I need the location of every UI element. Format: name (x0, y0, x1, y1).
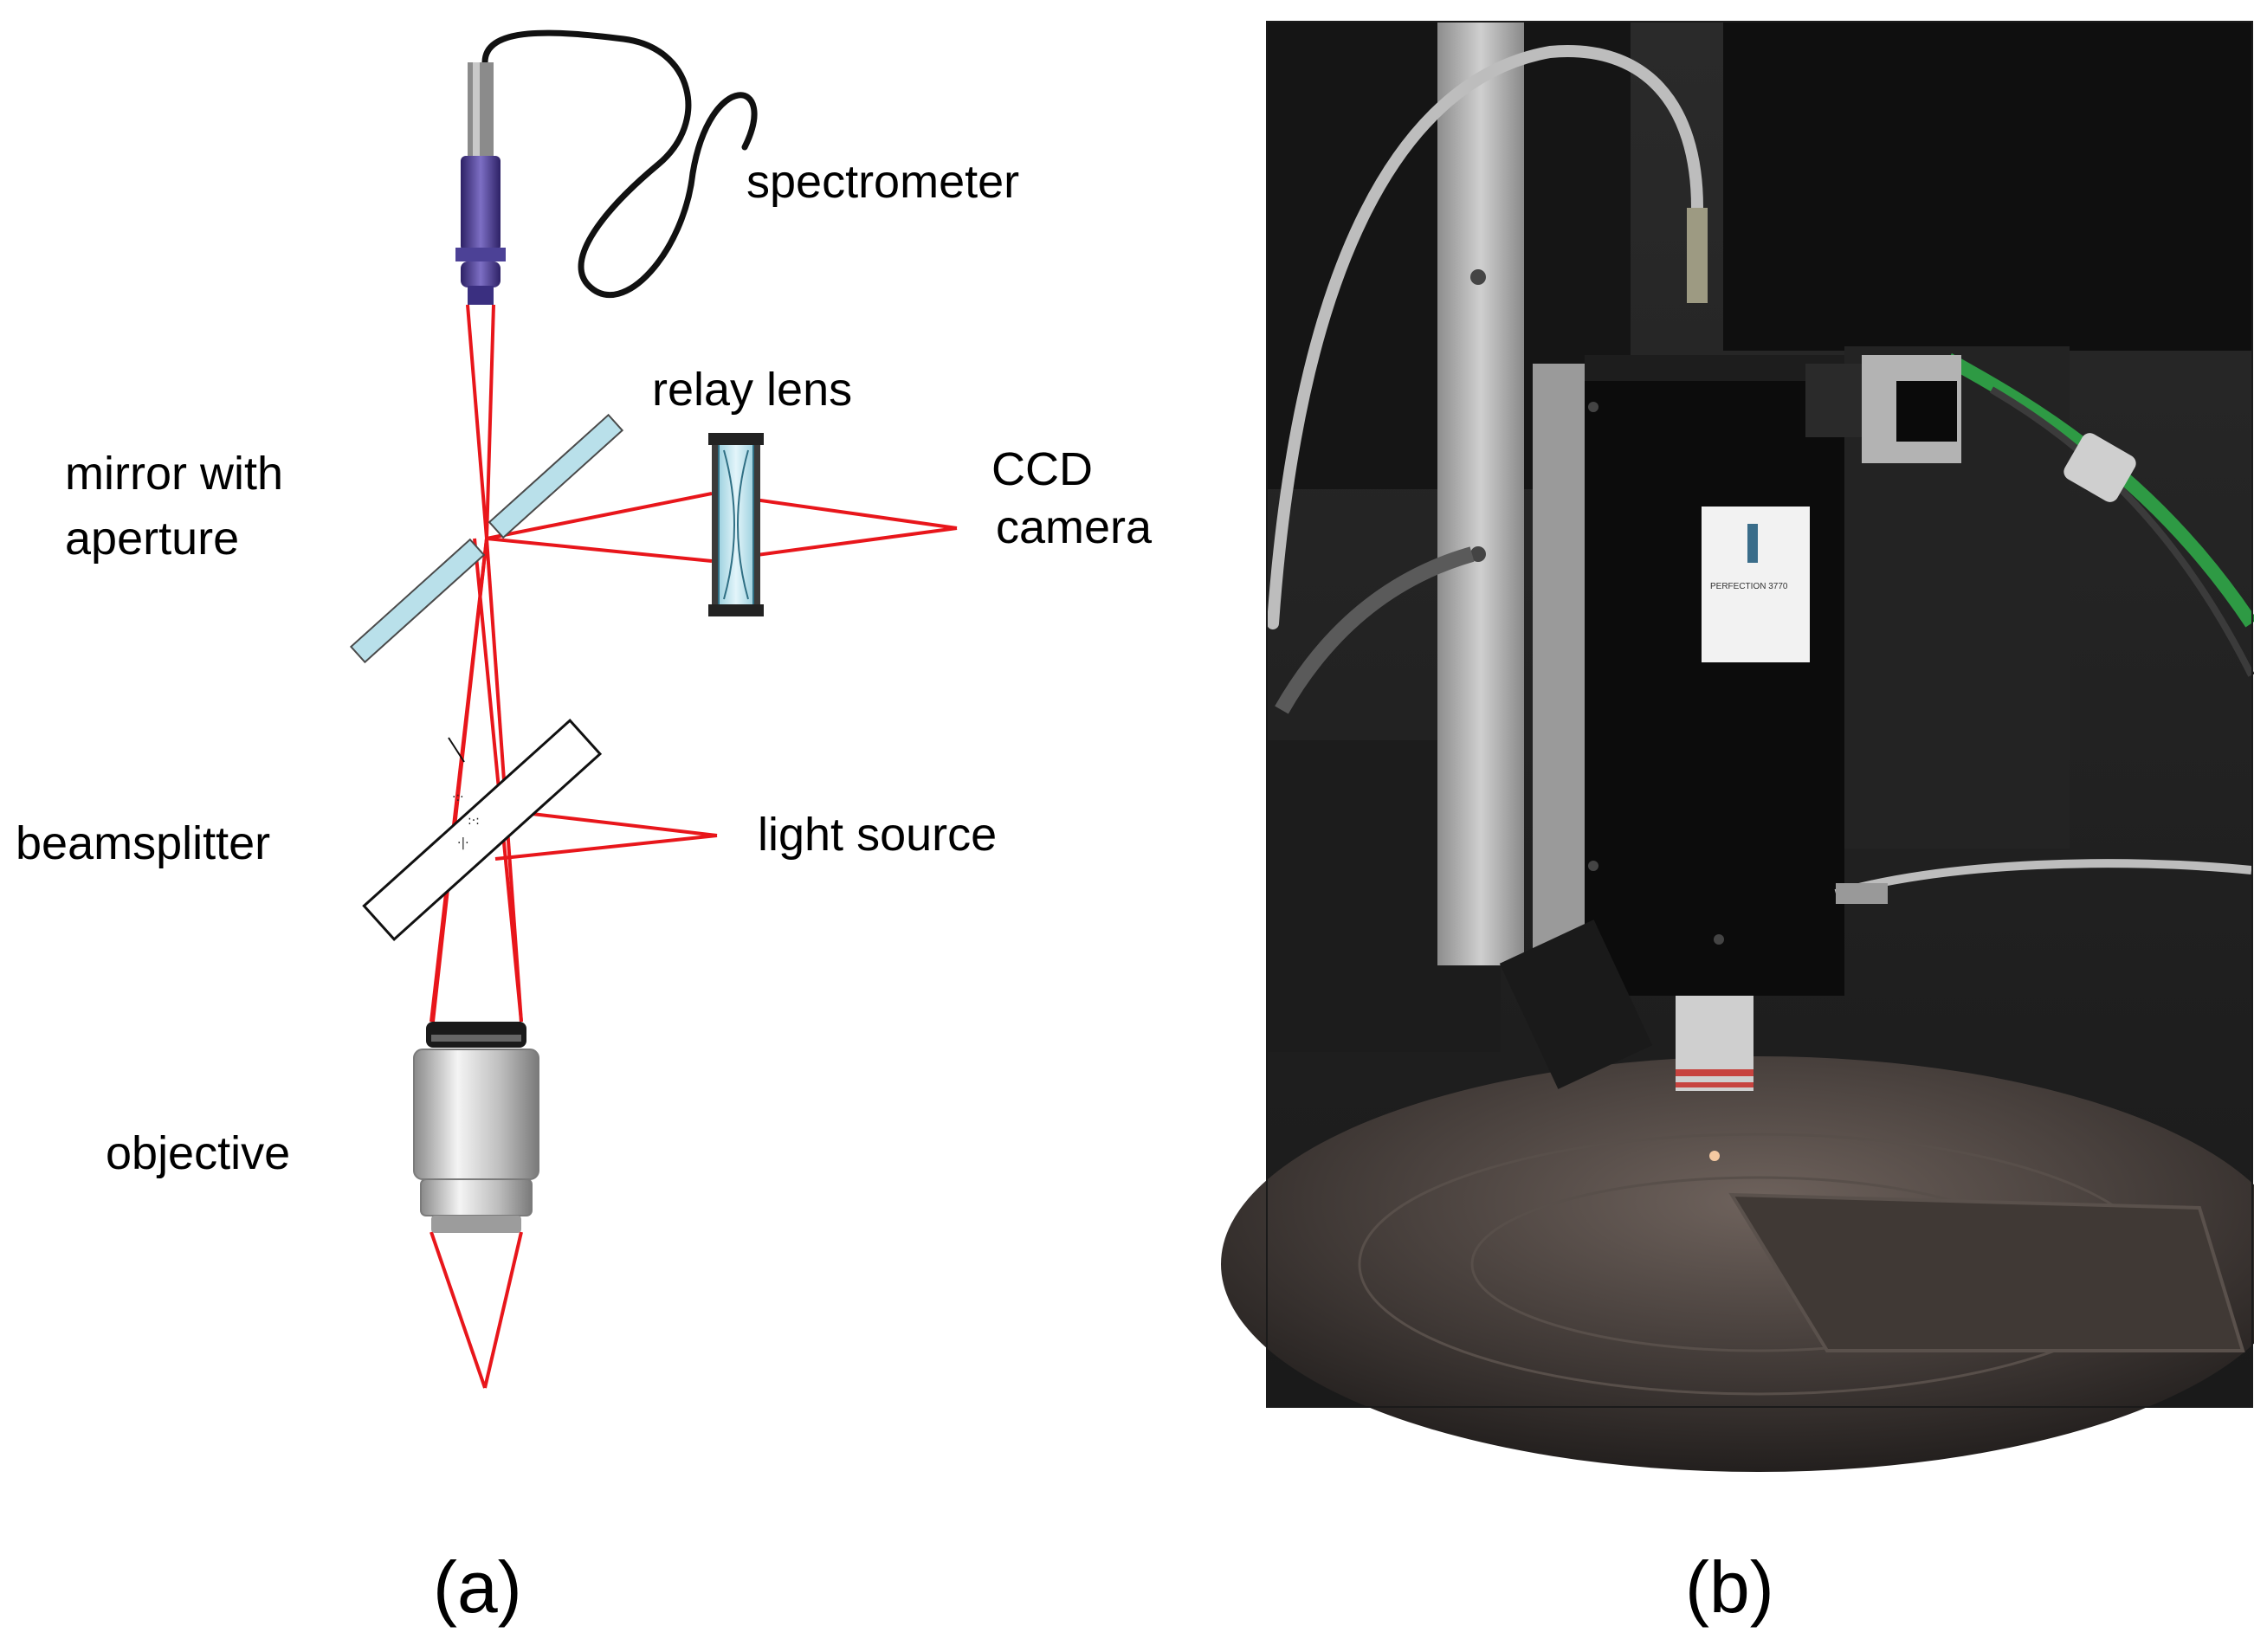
svg-text:·:·: ·:· (452, 791, 464, 804)
ccd-camera-photo (1805, 364, 1866, 437)
relay-lens (708, 433, 764, 616)
pillar (1437, 22, 1524, 965)
panel-b-photo: PERFECTION 3770 (1221, 21, 2254, 1472)
caption-a: (a) (433, 1546, 522, 1628)
photo-fiber-cable (1267, 45, 1703, 629)
label-beamsplitter: beamsplitter (16, 817, 270, 869)
beamsplitter-marks: ·:· :·: ·|· (448, 737, 480, 850)
objective-lens (413, 1022, 539, 1233)
panel-a-diagram: ·:· :·: ·|· spectrometer relay lens mirr… (16, 29, 1153, 1628)
measurement-head-mount (1533, 364, 1593, 987)
device-plate-text: PERFECTION 3770 (1710, 582, 1788, 591)
caption-b: (b) (1685, 1546, 1774, 1628)
svg-text:·|·: ·|· (457, 836, 469, 850)
mirror-with-aperture (349, 413, 624, 664)
label-light-source: light source (758, 809, 997, 861)
fiber-cable (481, 29, 758, 299)
measurement-head (1585, 355, 1844, 996)
label-spectrometer: spectrometer (746, 156, 1019, 208)
photo-objective (1676, 996, 1753, 1091)
label-ccd-line2: camera (996, 501, 1153, 553)
label-mirror-line2: aperture (65, 513, 239, 565)
label-mirror-line1: mirror with (65, 448, 283, 500)
label-ccd-line1: CCD (991, 443, 1093, 495)
svg-text::·:: :·: (468, 814, 480, 828)
fiber-connector (455, 62, 506, 305)
label-relay-lens: relay lens (652, 364, 852, 416)
label-objective: objective (106, 1127, 290, 1179)
beam-paths (429, 304, 958, 1389)
beamsplitter (362, 719, 603, 942)
